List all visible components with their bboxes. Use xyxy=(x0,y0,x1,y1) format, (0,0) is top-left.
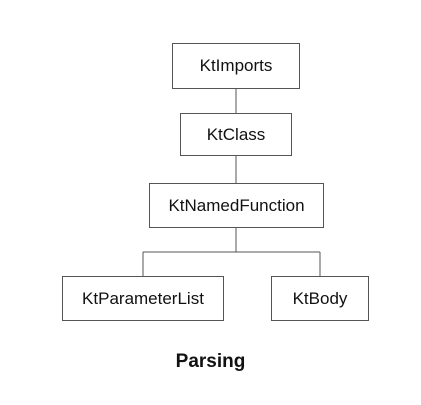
node-ktnamedfunction: KtNamedFunction xyxy=(149,183,324,228)
node-ktimports: KtImports xyxy=(172,43,300,89)
diagram-caption: Parsing xyxy=(175,351,246,372)
node-label: KtBody xyxy=(292,288,348,308)
node-ktclass: KtClass xyxy=(180,113,292,156)
node-label: KtClass xyxy=(206,124,266,144)
node-ktbody: KtBody xyxy=(271,276,369,321)
node-label: KtParameterList xyxy=(82,288,204,308)
node-ktparameterlist: KtParameterList xyxy=(62,276,224,321)
node-label: KtImports xyxy=(199,56,273,75)
node-label: KtNamedFunction xyxy=(168,195,305,215)
